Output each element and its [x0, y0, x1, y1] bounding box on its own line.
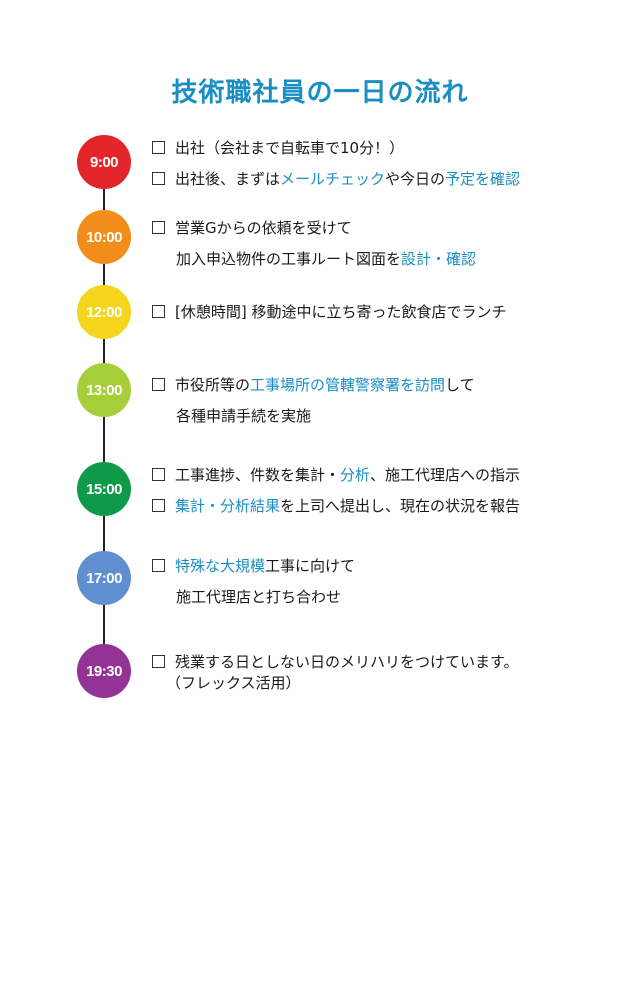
entry-1300-line1: 市役所等の工事場所の管轄警察署を訪問して — [152, 375, 475, 395]
entry-1930-line1: 残業する日としない日のメリハリをつけています。 — [152, 652, 519, 672]
checkbox-icon — [152, 655, 165, 668]
entry-1930-line2: （フレックス活用） — [166, 674, 301, 692]
checkbox-icon — [152, 141, 165, 154]
entry-1200-line1: [休憩時間] 移動途中に立ち寄った飲食店でランチ — [152, 302, 506, 322]
entry-1700-line1: 特殊な大規模工事に向けて — [152, 556, 355, 576]
checkbox-icon — [152, 378, 165, 391]
time-badge-1200: 12:00 — [77, 285, 131, 339]
time-badge-1300: 13:00 — [77, 363, 131, 417]
entry-1000-line2: 加入申込物件の工事ルート図面を設計・確認 — [176, 250, 477, 268]
checkbox-icon — [152, 559, 165, 572]
timeline-line — [103, 185, 105, 675]
time-badge-1500: 15:00 — [77, 462, 131, 516]
time-badge-1930: 19:30 — [77, 644, 131, 698]
entry-1000-line1: 営業Gからの依頼を受けて — [152, 218, 352, 238]
entry-0900-line2: 出社後、まずはメールチェックや今日の予定を確認 — [152, 169, 520, 189]
checkbox-icon — [152, 221, 165, 234]
checkbox-icon — [152, 172, 165, 185]
entry-1500-line2: 集計・分析結果を上司へ提出し、現在の状況を報告 — [152, 496, 520, 516]
time-badge-1000: 10:00 — [77, 210, 131, 264]
entry-1700-line2: 施工代理店と打ち合わせ — [176, 588, 342, 606]
entry-1300-line2: 各種申請手続を実施 — [176, 407, 312, 425]
checkbox-icon — [152, 305, 165, 318]
checkbox-icon — [152, 499, 165, 512]
checkbox-icon — [152, 468, 165, 481]
page-title: 技術職社員の一日の流れ — [171, 78, 469, 108]
entry-0900-line1: 出社（会社まで自転車で10分！） — [152, 138, 404, 158]
time-badge-1700: 17:00 — [77, 551, 131, 605]
entry-1500-line1: 工事進捗、件数を集計・分析、施工代理店への指示 — [152, 465, 520, 485]
time-badge-0900: 9:00 — [77, 135, 131, 189]
